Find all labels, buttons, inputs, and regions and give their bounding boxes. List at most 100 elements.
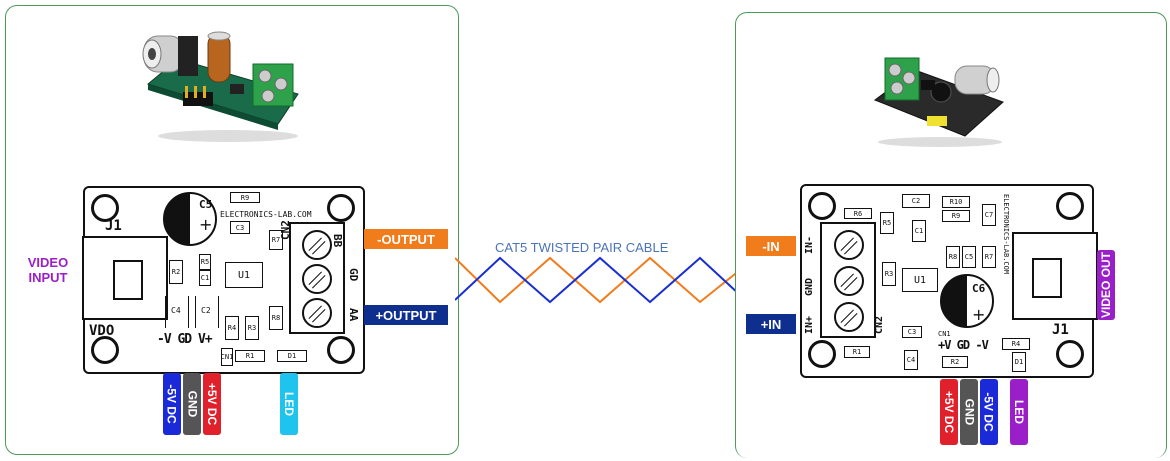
screw-gd <box>302 264 332 294</box>
r4-resistor: R4 <box>1002 338 1030 350</box>
cn1-header: CN1 <box>221 348 233 366</box>
pos5v-tag-text: +5V DC <box>205 382 220 426</box>
c3-capacitor: C3 <box>230 221 250 234</box>
cn1-silk: CN1 <box>938 330 951 338</box>
d1-led: D1 <box>1012 352 1026 372</box>
c2-outline <box>195 296 219 328</box>
r1-resistor: R1 <box>235 350 265 362</box>
led-tag: LED <box>280 373 298 435</box>
in-pos-silk: IN+ <box>804 315 815 334</box>
video-out-tag-text: VIDEO OUT <box>1099 251 1114 319</box>
pos5v-tag-text: +5V DC <box>942 390 957 434</box>
c4-outline <box>165 296 189 328</box>
c5-silk: C5 <box>199 198 213 211</box>
led-tag: LED <box>1010 379 1028 445</box>
screw-aa <box>302 298 332 328</box>
brand-silk: ELECTRONICS-LAB.COM <box>220 210 312 219</box>
c4-silk: C4 <box>171 306 181 315</box>
c2-silk: C2 <box>201 306 211 315</box>
r10-resistor: R10 <box>942 196 970 208</box>
in-neg-tag: -IN <box>746 236 796 256</box>
c5-capacitor: C5 <box>962 246 976 268</box>
svg-text:+: + <box>972 305 985 324</box>
r3-resistor: R3 <box>245 316 259 340</box>
video-input-line1: VIDEO <box>27 255 69 270</box>
led-tag-text: LED <box>282 392 296 416</box>
r2-resistor: R2 <box>942 356 968 368</box>
c3-capacitor: C3 <box>902 326 922 338</box>
c4-capacitor: C4 <box>904 350 918 370</box>
gd-silk: GD <box>347 268 360 282</box>
c5-capacitor: + <box>163 192 217 246</box>
c1-capacitor: C1 <box>199 270 211 286</box>
pins-silk: -V GD V+ <box>157 332 213 347</box>
screw-in-neg <box>834 230 864 260</box>
c6-capacitor: + <box>940 274 994 328</box>
mounting-hole <box>91 336 119 364</box>
gnd-tag: GND <box>183 373 201 435</box>
r8-resistor: R8 <box>946 246 960 268</box>
aa-silk: AA <box>347 308 360 322</box>
cn2-silk: CN2 <box>874 315 885 334</box>
mounting-hole <box>1056 192 1084 220</box>
cn2-terminal-block <box>820 222 876 338</box>
j1-jack-inner <box>1032 258 1062 298</box>
vdo-silk: VDO <box>89 323 115 339</box>
j1-silk: J1 <box>1052 322 1069 338</box>
u1-regulator: U1 <box>902 268 938 292</box>
neg5v-tag: -5V DC <box>163 373 181 435</box>
pos5v-tag: +5V DC <box>940 379 958 445</box>
j1-silk: J1 <box>105 218 122 234</box>
r1-resistor: R1 <box>844 346 870 358</box>
transmitter-board-photo <box>142 31 299 142</box>
cn2-terminal-block <box>289 222 345 334</box>
cable-label: CAT5 TWISTED PAIR CABLE <box>495 240 669 255</box>
gnd-tag-text: GND <box>962 398 977 426</box>
neg5v-tag-text: -5V DC <box>165 384 179 424</box>
receiver-pcb: IN- GND IN+ CN2 R6 R5 C2 C1 R10 R9 C7 EL… <box>800 184 1098 378</box>
brand-silk: ELECTRONICS-LAB.COM <box>1002 194 1010 275</box>
j1-jack <box>1012 232 1098 320</box>
mounting-hole <box>327 194 355 222</box>
j1-jack <box>82 236 168 320</box>
video-input-line2: INPUT <box>28 270 68 285</box>
r9-resistor: R9 <box>942 210 970 222</box>
r6-resistor: R6 <box>844 208 872 219</box>
mounting-hole <box>327 336 355 364</box>
screw-in-pos <box>834 302 864 332</box>
r4-resistor: R4 <box>225 316 239 340</box>
output-pos-tag: +OUTPUT <box>364 305 448 325</box>
neg5v-tag-text: -5V DC <box>982 392 996 432</box>
led-tag-text: LED <box>1012 400 1026 424</box>
c7-capacitor: C7 <box>982 204 996 226</box>
mounting-hole <box>1056 340 1084 368</box>
bb-silk: BB <box>331 234 344 248</box>
r7-resistor: R7 <box>982 246 996 268</box>
neg5v-tag: -5V DC <box>980 379 998 445</box>
j1-jack-inner <box>113 260 143 300</box>
svg-text:+: + <box>199 215 212 234</box>
gnd-silk: GND <box>804 277 815 296</box>
video-out-tag: VIDEO OUT <box>1097 250 1115 320</box>
r2-resistor: R2 <box>169 260 183 284</box>
r3-resistor: R3 <box>882 262 896 286</box>
mounting-hole <box>808 192 836 220</box>
screw-bb <box>302 230 332 260</box>
r5-resistor: R5 <box>199 254 211 270</box>
r7-resistor: R7 <box>269 230 283 250</box>
r9-resistor: R9 <box>230 192 260 203</box>
pos5v-tag: +5V DC <box>203 373 221 435</box>
u1-regulator: U1 <box>225 262 263 288</box>
gnd-tag-text: GND <box>185 390 200 418</box>
r8-resistor: R8 <box>269 306 283 330</box>
transmitter-pcb: J1 VDO + C5 ELECTRONICS-LAB.COM R9 C3 R7… <box>82 186 365 374</box>
d1-led: D1 <box>277 350 307 362</box>
in-pos-tag: +IN <box>746 314 796 334</box>
mounting-hole <box>808 340 836 368</box>
c2-capacitor: C2 <box>902 194 930 208</box>
c1-capacitor: C1 <box>912 220 926 242</box>
output-neg-tag: -OUTPUT <box>364 229 448 249</box>
video-input-label: VIDEO INPUT <box>18 255 78 285</box>
twisted-pair-cable <box>455 256 740 304</box>
mounting-hole <box>91 194 119 222</box>
